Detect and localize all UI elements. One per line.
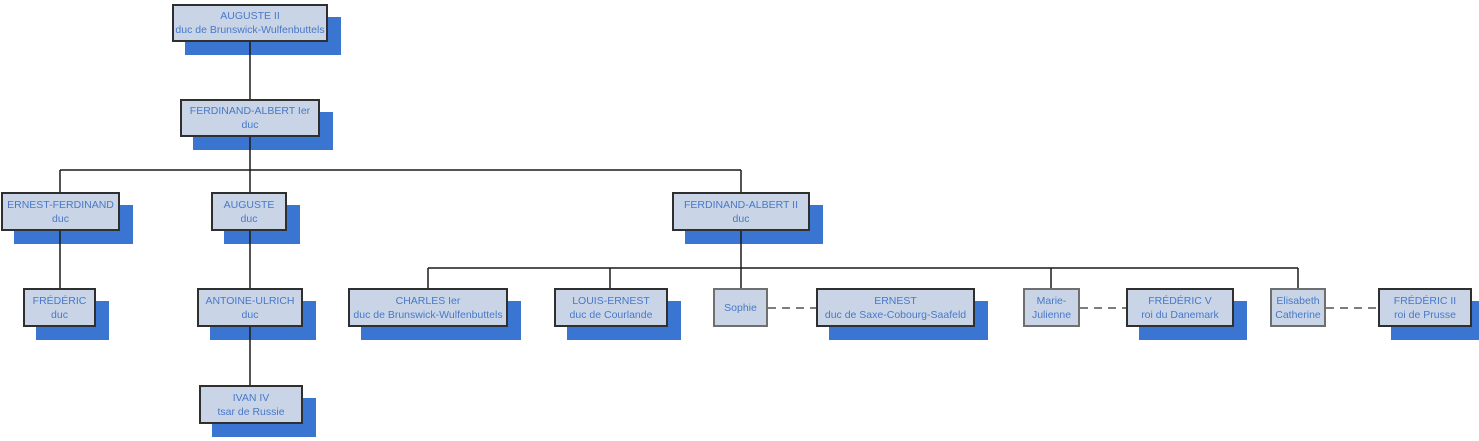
- node-title: duc: [240, 212, 258, 225]
- node-title: tsar de Russie: [217, 405, 285, 418]
- node-title: Julienne: [1031, 308, 1072, 321]
- node-name: CHARLES Ier: [395, 294, 461, 307]
- node-name: LOUIS-ERNEST: [572, 294, 650, 307]
- node-name: IVAN IV: [232, 391, 270, 404]
- node-title: roi de Prusse: [1394, 308, 1456, 321]
- node-name: ERNEST-FERDINAND: [7, 198, 114, 211]
- node-title: duc de Brunswick-Wulfenbuttels: [353, 308, 503, 321]
- node-title: duc: [52, 212, 69, 225]
- node-ferdinand-albert-1: FERDINAND-ALBERT Ier duc: [180, 99, 320, 137]
- node-title: duc: [241, 119, 259, 131]
- node-title: Catherine: [1275, 308, 1321, 321]
- node-name: Marie-: [1036, 294, 1067, 307]
- node-title: roi du Danemark: [1141, 308, 1219, 321]
- node-name: FRÉDÉRIC: [32, 294, 87, 307]
- node-name: FERDINAND-ALBERT II: [684, 198, 798, 211]
- node-title: duc: [51, 308, 68, 321]
- node-title: duc: [732, 212, 750, 225]
- node-sophie: Sophie: [713, 288, 768, 327]
- node-name: FERDINAND-ALBERT Ier: [189, 105, 311, 117]
- node-name: AUGUSTE: [223, 198, 275, 211]
- node-name: ANTOINE-ULRICH: [205, 294, 295, 307]
- node-title: duc: [241, 308, 259, 321]
- node-title: duc de Saxe-Cobourg-Saafeld: [824, 308, 967, 321]
- node-name: FRÉDÉRIC V: [1148, 294, 1212, 307]
- node-title: duc de Courlande: [569, 308, 653, 321]
- node-name: ERNEST: [874, 294, 917, 307]
- node-title: duc de Brunswick-Wulfenbuttels: [175, 24, 325, 36]
- node-marie-julienne: Marie-Julienne: [1023, 288, 1080, 327]
- node-name: AUGUSTE II: [220, 10, 280, 22]
- node-name: Elisabeth: [1276, 294, 1320, 307]
- node-name: FRÉDÉRIC II: [1393, 294, 1457, 307]
- node-name: Sophie: [724, 301, 757, 314]
- node-auguste-ii: AUGUSTE II duc de Brunswick-Wulfenbuttels: [172, 4, 328, 42]
